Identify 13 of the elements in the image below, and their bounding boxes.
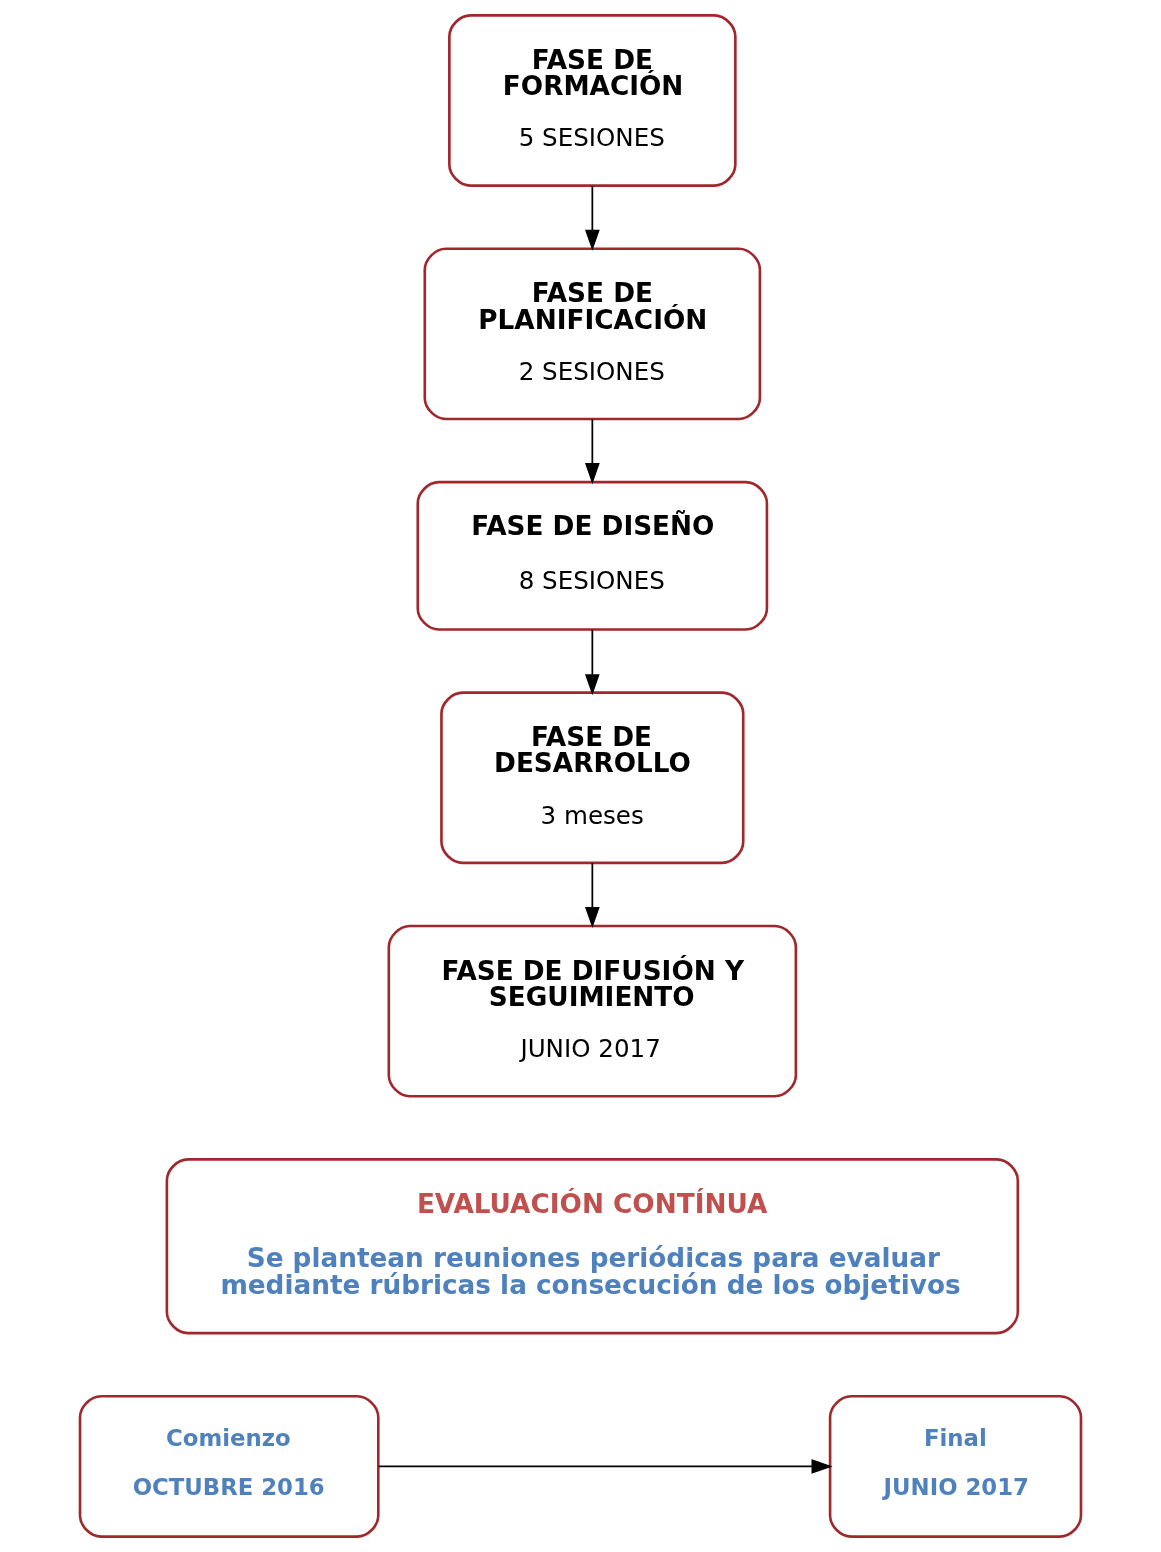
node-box: FASE DE PLANIFICACIÓN 2 SESIONES bbox=[423, 247, 762, 421]
node-box: Comienzo OCTUBRE 2016 bbox=[78, 1394, 380, 1538]
node-box: FASE DE DIFUSIÓN Y SEGUIMIENTO JUNIO 2017 bbox=[387, 924, 798, 1098]
arrow bbox=[584, 862, 600, 929]
arrow bbox=[584, 418, 600, 485]
arrow bbox=[584, 185, 600, 251]
node-box: FASE DE FORMACIÓN 5 SESIONES bbox=[448, 14, 737, 187]
arrow bbox=[377, 1459, 833, 1474]
node-box: FASE DE DISEÑO 8 SESIONES bbox=[416, 480, 769, 631]
node-box: EVALUACIÓN CONTÍNUA Se plantean reuniones periódicas para evaluar mediante rúbricas la consecución de los objetivos bbox=[165, 1158, 1020, 1335]
node-box: Final JUNIO 2017 bbox=[828, 1394, 1083, 1538]
node-box: FASE DE DESARROLLO 3 meses bbox=[440, 691, 745, 865]
arrow bbox=[584, 628, 600, 696]
